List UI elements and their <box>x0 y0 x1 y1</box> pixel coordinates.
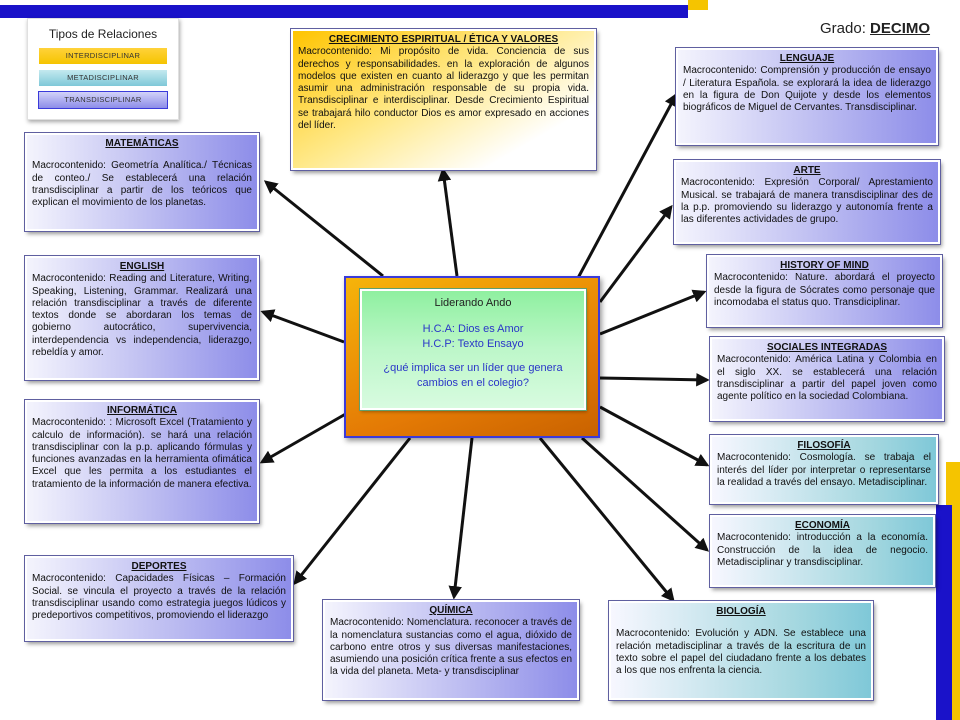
arrow-filosofia <box>599 405 710 467</box>
arrow-english <box>260 309 345 344</box>
grade-prefix: Grado: <box>820 20 871 37</box>
box-sociales: SOCIALES INTEGRADAS Macrocontenido: Amér… <box>709 336 945 422</box>
box-informatica: INFORMÁTICA Macrocontenido: : Microsoft … <box>24 399 260 524</box>
arrow-deportes <box>293 437 412 586</box>
box-history: HISTORY OF MIND Macrocontenido: Nature. … <box>706 254 943 328</box>
arrow-crecimiento <box>437 167 459 277</box>
arrow-sociales <box>599 373 710 387</box>
arrow-economia <box>580 436 710 552</box>
arrow-matematicas <box>263 180 384 278</box>
center-question: ¿qué implica ser un líder que genera cam… <box>383 362 563 389</box>
box-filosofia: FILOSOFÍA Macrocontenido: Cosmología. se… <box>709 434 939 505</box>
box-quimica-title: QUÍMICA <box>429 605 473 616</box>
box-biologia: BIOLOGÍA Macrocontenido: Evolución y ADN… <box>608 600 874 701</box>
box-english-text: Macrocontenido: Reading and Literature, … <box>32 273 252 359</box>
box-matematicas: MATEMÁTICAS Macrocontenido: Geometría An… <box>24 132 260 232</box>
box-filosofia-text: Macrocontenido: Cosmología. se trabaja e… <box>717 452 931 488</box>
box-economia: ECONOMÍA Macrocontenido: introducción a … <box>709 514 936 588</box>
box-deportes: DEPORTES Macrocontenido: Capacidades Fís… <box>24 555 294 642</box>
arrow-lenguaje <box>576 92 678 279</box>
legend-title: Tipos de Relaciones <box>48 27 158 41</box>
box-informatica-text: Macrocontenido: : Microsoft Excel (Trata… <box>32 417 252 490</box>
box-economia-text: Macrocontenido: introducción a la econom… <box>717 532 928 568</box>
box-matematicas-title: MATEMÁTICAS <box>105 138 179 149</box>
box-lenguaje-text: Macrocontenido: Comprensión y producción… <box>683 65 931 114</box>
center-title: Liderando Ando <box>434 297 512 309</box>
arrow-biologia <box>538 437 675 603</box>
center-node: Liderando Ando H.C.A: Dios es Amor H.C.P… <box>359 288 587 411</box>
box-deportes-text: Macrocontenido: Capacidades Físicas – Fo… <box>32 573 286 622</box>
arrow-arte <box>598 204 673 303</box>
box-history-text: Macrocontenido: Nature. abordará el proy… <box>714 272 935 308</box>
box-quimica-text: Macrocontenido: Nomenclatura. reconocer … <box>330 617 572 678</box>
box-filosofia-title: FILOSOFÍA <box>797 440 851 451</box>
box-biologia-text: Macrocontenido: Evolución y ADN. Se esta… <box>616 628 866 677</box>
right-blue-bar <box>936 505 952 720</box>
box-matematicas-text: Macrocontenido: Geometría Analítica./ Té… <box>32 160 252 209</box>
box-crecimiento-title: CRECIMIENTO ESPIRITUAL / ÉTICA Y VALORES <box>328 34 559 45</box>
legend-item-transdisciplinar: TRANSDISCIPLINAR <box>38 91 168 109</box>
box-informatica-title: INFORMÁTICA <box>107 405 177 416</box>
box-english-title: ENGLISH <box>119 261 165 272</box>
center-hca: H.C.A: Dios es Amor <box>422 323 524 335</box>
relations-legend: Tipos de Relaciones INTERDISCIPLINAR MET… <box>27 18 179 120</box>
box-quimica: QUÍMICA Macrocontenido: Nomenclatura. re… <box>322 599 580 701</box>
legend-item-metadisciplinar: METADISCIPLINAR <box>39 70 167 86</box>
box-arte-text: Macrocontenido: Expresión Corporal/ Apre… <box>681 177 933 226</box>
box-lenguaje: LENGUAJE Macrocontenido: Comprensión y p… <box>675 47 939 146</box>
grade-label: Grado: DECIMO <box>820 20 930 37</box>
box-english: ENGLISH Macrocontenido: Reading and Lite… <box>24 255 260 381</box>
box-arte-title: ARTE <box>793 165 821 176</box>
top-blue-bar <box>0 5 688 18</box>
legend-item-interdisciplinar: INTERDISCIPLINAR <box>39 48 167 64</box>
arrow-history <box>599 289 707 336</box>
box-history-title: HISTORY OF MIND <box>780 260 869 271</box>
box-sociales-text: Macrocontenido: América Latina y Colombi… <box>717 354 937 403</box>
box-arte: ARTE Macrocontenido: Expresión Corporal/… <box>673 159 941 245</box>
box-biologia-title: BIOLOGÍA <box>716 606 766 617</box>
grade-value: DECIMO <box>870 20 931 37</box>
center-hcp: H.C.P: Texto Ensayo <box>422 338 524 350</box>
box-deportes-title: DEPORTES <box>131 561 187 572</box>
top-yellow-bar <box>688 0 708 10</box>
arrow-quimica <box>448 437 474 600</box>
box-sociales-title: SOCIALES INTEGRADAS <box>766 342 887 353</box>
box-crecimiento: CRECIMIENTO ESPIRITUAL / ÉTICA Y VALORES… <box>290 28 597 171</box>
box-economia-title: ECONOMÍA <box>795 520 850 531</box>
box-crecimiento-text: Macrocontenido: Mi propósito de vida. Co… <box>298 46 589 132</box>
box-lenguaje-title: LENGUAJE <box>779 53 835 64</box>
